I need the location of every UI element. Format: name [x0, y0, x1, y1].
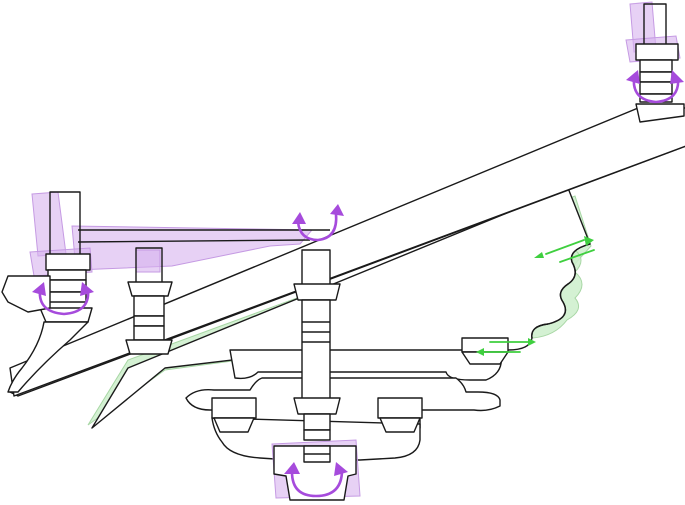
middle-left-post [135, 247, 163, 285]
translation-arrow-lower-icon [476, 338, 536, 356]
left-outer-arm [1, 275, 51, 313]
top-right-tier-3 [639, 81, 673, 95]
left-post [49, 191, 81, 259]
right-small-block [461, 337, 509, 353]
top-right-tier-1 [639, 59, 673, 73]
left-block [45, 253, 91, 271]
middle-left-tier-3 [133, 325, 165, 341]
right-small-seat [461, 351, 509, 365]
cross-arm-block-right [377, 397, 423, 419]
central-block [293, 283, 341, 301]
cloud-scroll-edge [531, 243, 591, 339]
central-lower-tier-1 [303, 413, 331, 431]
rotation-arrow-top-right-icon [626, 70, 684, 104]
top-right-tier-2 [639, 71, 673, 83]
translation-arrow-upper-icon [534, 236, 595, 263]
rotation-arrow-bottom-icon [284, 462, 348, 498]
rotation-arrow-upper-middle-icon [292, 204, 344, 242]
central-lower-tier-2 [303, 429, 331, 441]
left-tier-3 [47, 291, 87, 303]
top-right-block [635, 43, 679, 61]
cross-arm-block-left-seat [213, 417, 255, 433]
cross-arm-block-left [211, 397, 257, 419]
left-beam-line-lower [77, 239, 311, 243]
left-tier-1 [47, 269, 87, 281]
rotation-arrow-left-icon [32, 282, 94, 316]
middle-left-block [127, 281, 173, 297]
central-column [301, 299, 331, 409]
central-post [301, 249, 331, 287]
top-right-seat [635, 103, 685, 123]
lower-cross-arm-upper-tier [229, 349, 503, 381]
left-tier-2 [47, 279, 87, 293]
top-right-post [643, 3, 667, 49]
middle-left-tier-1 [133, 295, 165, 317]
left-lower-curve [7, 321, 89, 393]
middle-left-seat [125, 339, 173, 355]
cross-arm-block-right-seat [379, 417, 421, 433]
central-lower-block [293, 397, 341, 415]
middle-left-tier-2 [133, 315, 165, 327]
